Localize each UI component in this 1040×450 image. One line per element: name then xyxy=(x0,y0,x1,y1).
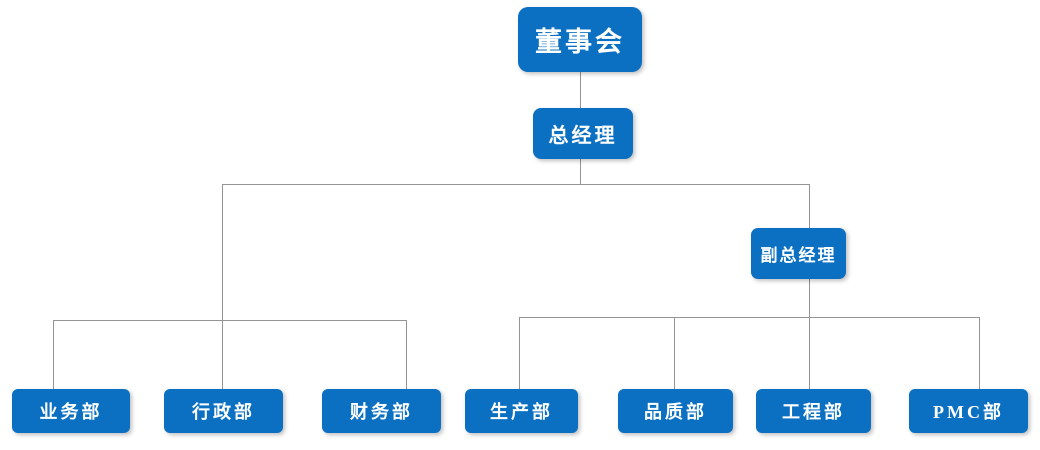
org-node-deputy-general-manager: 副总经理 xyxy=(751,228,846,279)
org-node-quality-dept: 品质部 xyxy=(618,389,733,433)
connector-finance-drop xyxy=(406,320,407,389)
org-node-finance-dept: 财务部 xyxy=(322,389,441,433)
org-node-business-dept: 业务部 xyxy=(12,389,130,433)
org-node-engineering-dept: 工程部 xyxy=(756,389,871,433)
connector-level1-horizontal xyxy=(222,184,810,185)
connector-left-stem xyxy=(222,184,223,389)
connector-right-group-horizontal xyxy=(519,317,979,318)
org-node-production-dept: 生产部 xyxy=(465,389,578,433)
org-node-general-manager: 总经理 xyxy=(533,108,633,159)
connector-left-group-horizontal xyxy=(53,320,407,321)
connector-dgm-stem xyxy=(809,184,810,389)
org-node-pmc-dept: PMC部 xyxy=(909,389,1028,433)
org-node-admin-dept: 行政部 xyxy=(164,389,283,433)
connector-production-drop xyxy=(519,317,520,389)
org-node-board: 董事会 xyxy=(518,7,642,72)
connector-board-gm xyxy=(580,72,581,108)
connector-business-drop xyxy=(53,320,54,389)
connector-gm-drop xyxy=(580,159,581,184)
connector-quality-drop xyxy=(674,317,675,389)
connector-pmc-drop xyxy=(979,317,980,389)
